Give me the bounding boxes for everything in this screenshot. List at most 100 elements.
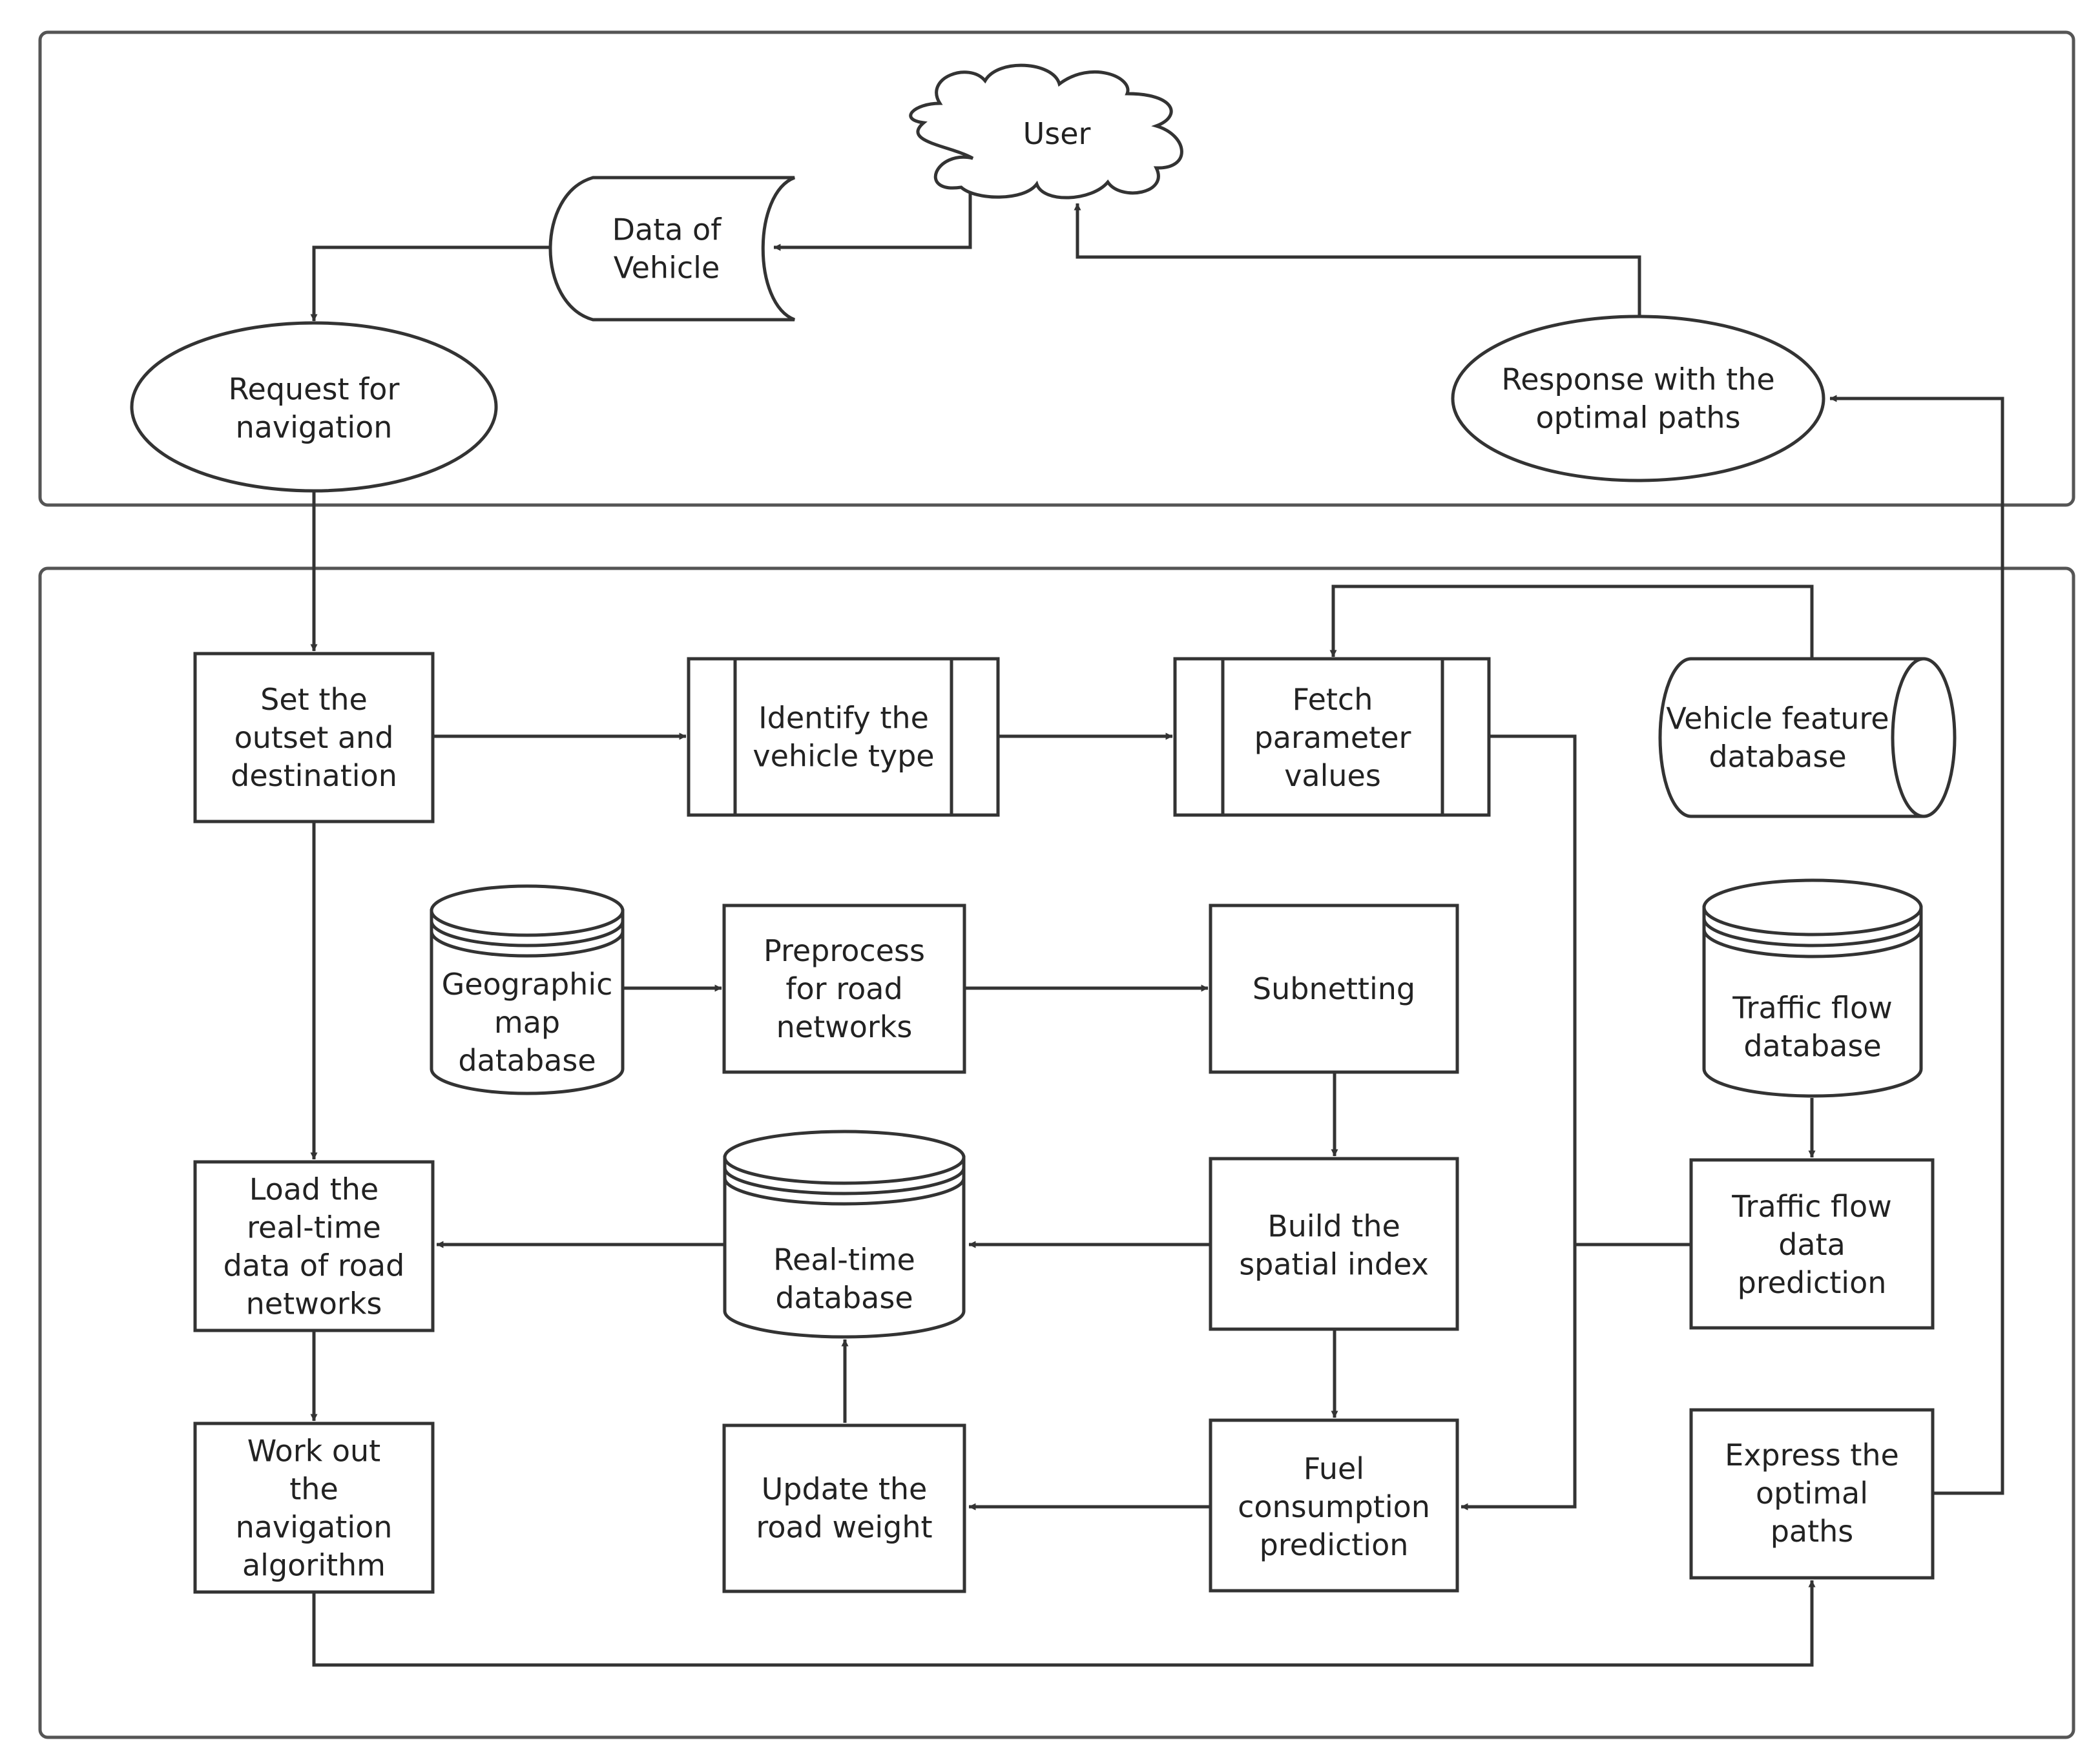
identify-vehicle-line-2: vehicle type (753, 739, 934, 774)
data-of-vehicle-line-2: Vehicle (614, 251, 720, 285)
edge-user-to-data (773, 191, 972, 251)
geo-map-db-line-1: Geographic (442, 967, 613, 1002)
geo-map-db-line-3: database (458, 1043, 596, 1078)
fuel-prediction-line-2: consumption (1238, 1489, 1430, 1524)
fuel-prediction-line-1: Fuel (1304, 1451, 1364, 1486)
realtime-db: Real-time database (723, 1130, 966, 1339)
request-navigation-line-2: navigation (236, 410, 393, 445)
update-weight-line-1: Update the (762, 1472, 928, 1507)
express-optimal-line-3: paths (1771, 1514, 1854, 1549)
edge-express-to-response (1829, 395, 2004, 1495)
load-realtime-line-3: data of road (224, 1248, 405, 1283)
fuel-prediction-line-3: prediction (1260, 1527, 1409, 1562)
preprocess-line-1: Preprocess (764, 933, 925, 968)
user-panel (38, 30, 2075, 507)
work-out-line-4: algorithm (242, 1548, 386, 1583)
set-outset-line-3: destination (231, 758, 397, 793)
edge-vehicledb-to-fetch (1329, 584, 1814, 659)
traffic-prediction-line-3: prediction (1738, 1265, 1887, 1300)
express-optimal-line-2: optimal (1756, 1476, 1868, 1511)
fetch-params-line-2: parameter (1254, 720, 1411, 755)
subnetting-label: Subnetting (1253, 971, 1415, 1006)
realtime-db-line-2: database (775, 1281, 913, 1316)
geo-map-db-line-2: map (494, 1005, 560, 1040)
server-panel (38, 566, 2075, 1739)
edges (310, 191, 2004, 1667)
traffic-prediction-line-2: data (1778, 1227, 1845, 1262)
build-spatial-line-1: Build the (1267, 1209, 1400, 1244)
user-line-1: User (1023, 116, 1091, 151)
set-outset-line-1: Set the (260, 682, 368, 717)
express-optimal-line-1: Express the (1725, 1438, 1899, 1473)
response-optimal-line-1: Response with the (1501, 362, 1774, 397)
set-outset-line-2: outset and (234, 720, 394, 755)
vehicle-feature-db-line-2: database (1709, 739, 1846, 774)
realtime-db-label: Real-time database (773, 1243, 915, 1316)
user-label: User (1023, 116, 1091, 151)
preprocess-line-3: networks (776, 1009, 913, 1044)
work-out-line-1: Work out (247, 1434, 380, 1469)
edge-data-to-request (310, 245, 552, 322)
load-realtime-line-2: real-time (247, 1210, 381, 1245)
work-out-line-2: the (289, 1472, 338, 1507)
subnetting-line-1: Subnetting (1253, 971, 1415, 1006)
identify-vehicle-line-1: Identify the (758, 701, 929, 736)
traffic-prediction-line-1: Traffic flow (1731, 1189, 1892, 1224)
fetch-params-line-3: values (1284, 758, 1381, 793)
data-of-vehicle-line-1: Data of (612, 212, 723, 247)
edge-workout-to-express (312, 1580, 1816, 1667)
update-weight-line-2: road weight (756, 1510, 932, 1545)
subnetting-box: Subnetting (1209, 904, 1459, 1074)
preprocess-line-2: for road (785, 971, 902, 1006)
fetch-params-line-1: Fetch (1293, 682, 1373, 717)
work-out-line-3: navigation (236, 1510, 393, 1545)
traffic-flow-db-line-1: Traffic flow (1732, 991, 1893, 1026)
data-of-vehicle-label: Data of Vehicle (612, 212, 723, 285)
data-of-vehicle-store: Data of Vehicle (548, 176, 795, 322)
vehicle-feature-db-line-1: Vehicle feature (1666, 701, 1889, 736)
build-spatial-line-2: spatial index (1239, 1247, 1429, 1282)
response-optimal-line-2: optimal paths (1535, 400, 1740, 435)
realtime-db-line-1: Real-time (773, 1243, 915, 1277)
traffic-flow-db-line-2: database (1743, 1029, 1881, 1064)
load-realtime-line-4: networks (246, 1287, 382, 1321)
edge-fetch-to-fuel (1461, 734, 1577, 1511)
user-cloud: User (909, 63, 1183, 200)
load-realtime-line-1: Load the (249, 1172, 379, 1207)
request-navigation-line-1: Request for (229, 372, 400, 407)
edge-response-to-user (1074, 203, 1641, 316)
